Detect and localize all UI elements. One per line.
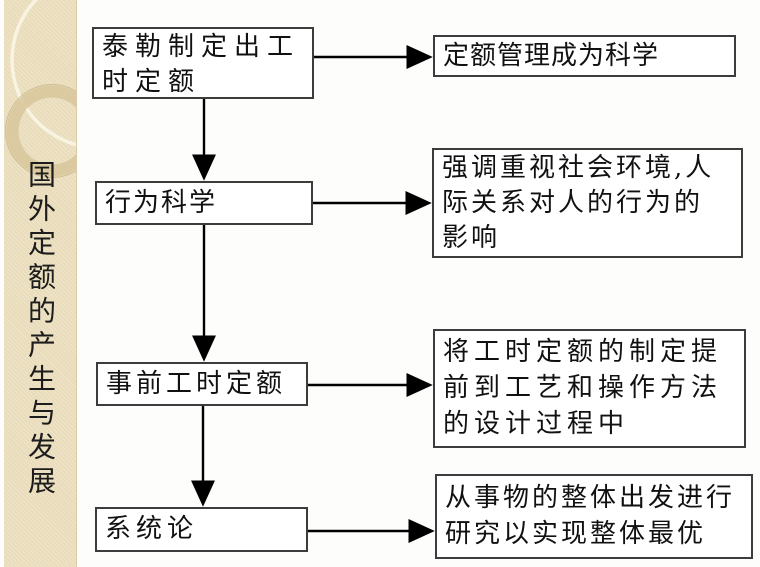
flow-node-stage-3: 事前工时定额 xyxy=(96,362,308,406)
circle-decoration-icon xyxy=(4,0,76,179)
flow-node-stage-1: 泰勒制定出工 时定额 xyxy=(92,27,314,99)
slide-vertical-title: 国外定额的产生与发展 xyxy=(24,160,57,500)
flow-node-stage-4: 系统论 xyxy=(95,507,308,552)
flow-node-result-2: 强调重视社会环境,人 际关系对人的行为的 影响 xyxy=(432,148,743,258)
sidebar-band: 国外定额的产生与发展 xyxy=(4,0,77,567)
flow-node-result-1: 定额管理成为科学 xyxy=(433,35,736,77)
flow-node-result-4: 从事物的整体出发进行 研究以实现整体最优 xyxy=(435,474,753,559)
flow-node-result-3: 将工时定额的制定提 前到工艺和操作方法 的设计过程中 xyxy=(433,329,746,448)
flow-node-stage-2: 行为科学 xyxy=(95,181,313,225)
